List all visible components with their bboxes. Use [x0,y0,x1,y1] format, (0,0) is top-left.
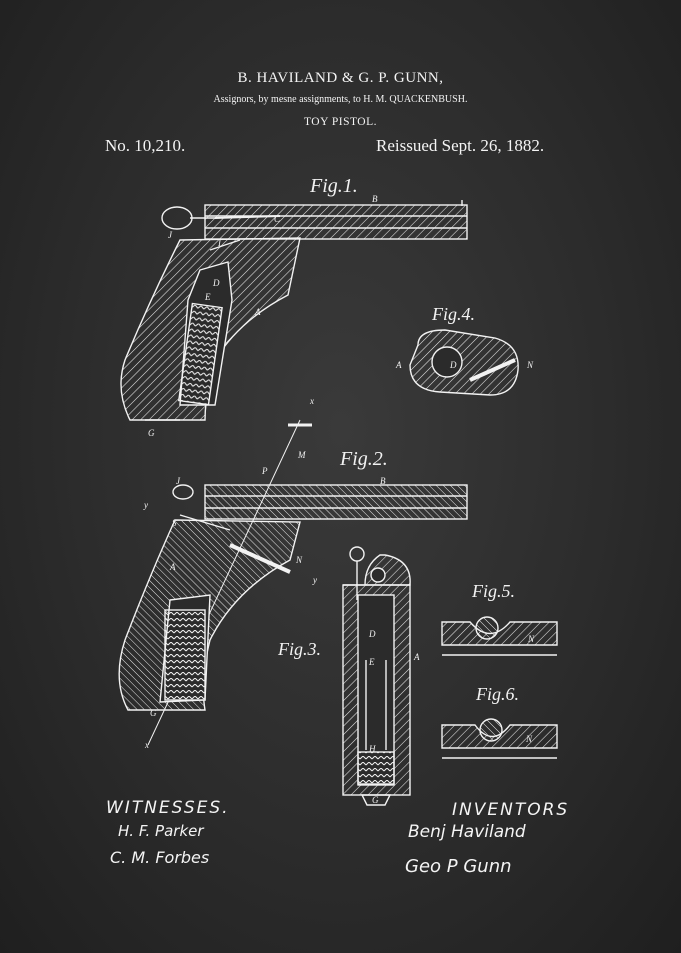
letter-c-1: C [274,214,281,224]
letter-g-2: G [150,708,157,718]
figure-2 [118,419,468,746]
inventors-heading: B. HAVILAND & G. P. GUNN, [237,70,444,86]
witness-signature-2: C. M. Forbes [110,848,210,867]
letter-y-left: y [143,500,148,510]
letter-n-5: N [527,634,535,644]
witnesses-label: WITNESSES. [106,798,230,818]
letter-i-1: I [217,238,222,248]
patent-number: No. 10,210. [105,136,186,155]
letter-b-1: B [372,194,378,204]
letter-j-1: J [168,230,173,240]
letter-y-right: y [312,575,317,585]
letter-e-3: E [368,657,375,667]
letter-d-4: D [449,360,457,370]
inventors-label: INVENTORS [452,800,570,820]
letter-a-2: A [169,562,176,572]
letter-n-2: N [295,555,303,565]
assignment-line: Assignors, by mesne assignments, to H. M… [213,94,468,105]
letter-h-3: H [368,744,376,754]
inventor-signature-2: Geo P Gunn [405,856,512,877]
letter-p-2: P [261,466,268,476]
letter-e-1: E [204,292,211,302]
patent-title: TOY PISTOL. [303,116,378,128]
figure-6 [441,718,558,759]
inventor-signature-1: Benj Haviland [408,822,526,842]
reissue-date: Reissued Sept. 26, 1882. [376,136,545,155]
letter-a-1: A [254,307,261,317]
letter-a-4: A [395,360,402,370]
figure-3 [342,546,411,806]
fig2-label: Fig.2. [339,448,388,470]
fig1-label: Fig.1. [309,175,358,197]
letter-a-3: A [413,652,420,662]
fig3-label: Fig.3. [277,639,321,659]
fig4-label: Fig.4. [431,304,475,324]
witness-signature-1: H. F. Parker [118,822,204,840]
letter-d-3: D [368,629,376,639]
letter-m-2: M [297,450,306,460]
letter-n-6: N [525,734,533,744]
letter-x-bottom: x [144,740,149,750]
figure-1 [120,200,468,421]
letter-s-2: S [172,518,177,528]
figure-4 [409,329,519,396]
letter-d-1: D [212,278,220,288]
letter-b-2: B [380,476,386,486]
fig6-label: Fig.6. [475,684,519,704]
letter-g-3: G [372,795,379,805]
letter-x-top: x [309,396,314,406]
fig5-label: Fig.5. [471,581,515,601]
letter-j-2: J [176,476,181,486]
figure-5 [441,616,558,656]
letter-g-1: G [148,428,155,438]
letter-n-4: N [526,360,534,370]
